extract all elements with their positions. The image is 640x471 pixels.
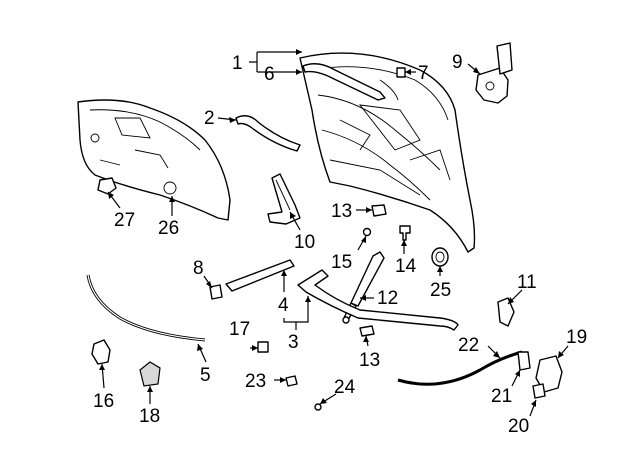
bumper-17 xyxy=(257,341,269,353)
callout-23: 23 xyxy=(245,371,266,392)
callout-27: 27 xyxy=(114,210,135,231)
clip-20 xyxy=(532,383,546,399)
hood-insulator-pad xyxy=(77,99,231,221)
callout-13-upper: 13 xyxy=(331,201,352,222)
grommet xyxy=(431,247,449,267)
callout-3: 3 xyxy=(288,332,299,353)
callout-5: 5 xyxy=(200,365,211,386)
arrowheads xyxy=(99,49,564,407)
callout-4: 4 xyxy=(278,295,289,316)
bolt-lower xyxy=(359,325,375,337)
callout-25: 25 xyxy=(430,280,451,301)
callout-6: 6 xyxy=(264,64,275,85)
callout-14: 14 xyxy=(395,256,417,277)
callout-9: 9 xyxy=(452,52,463,73)
long-seal-highlight xyxy=(87,274,206,341)
weatherstrip xyxy=(225,259,295,292)
screw xyxy=(314,403,322,411)
callout-20: 20 xyxy=(508,416,529,437)
front-seal xyxy=(235,115,301,152)
release-handle xyxy=(535,355,563,393)
callout-17: 17 xyxy=(229,319,250,340)
callout-18: 18 xyxy=(139,406,160,427)
callout-11: 11 xyxy=(517,272,537,293)
callout-2: 2 xyxy=(204,108,215,129)
cable-end xyxy=(517,351,531,371)
bolt-14 xyxy=(399,225,411,241)
clip-16 xyxy=(91,339,111,365)
hood-panel xyxy=(299,52,476,253)
hood-hinge xyxy=(267,173,301,225)
callout-21: 21 xyxy=(491,386,512,407)
callout-labels: 1 6 2 7 9 10 13 15 14 25 8 4 3 12 11 13 … xyxy=(93,52,587,437)
callout-26: 26 xyxy=(158,218,179,239)
bracket-8 xyxy=(209,284,223,300)
grommet-inner xyxy=(435,251,445,263)
callout-19: 19 xyxy=(566,327,587,348)
callout-22: 22 xyxy=(458,335,479,356)
bracket-18 xyxy=(139,361,161,387)
hood-seal xyxy=(302,63,386,101)
hood-bumper xyxy=(396,67,406,78)
stud xyxy=(362,227,372,237)
callout-7: 7 xyxy=(418,63,429,84)
push-pin xyxy=(285,375,298,387)
bolt-upper xyxy=(371,204,387,217)
bracket-11 xyxy=(497,297,515,327)
callout-10: 10 xyxy=(294,232,315,253)
release-cable xyxy=(397,350,523,386)
hood-latch xyxy=(475,42,513,104)
callout-15: 15 xyxy=(331,252,352,273)
callout-8: 8 xyxy=(193,258,204,279)
callout-24: 24 xyxy=(334,377,356,398)
callout-12: 12 xyxy=(377,288,398,309)
callout-16: 16 xyxy=(93,391,114,412)
insulator-clip xyxy=(97,177,117,195)
callout-13-lower: 13 xyxy=(359,350,380,371)
callout-1: 1 xyxy=(232,53,243,74)
reinforcement xyxy=(297,269,459,331)
